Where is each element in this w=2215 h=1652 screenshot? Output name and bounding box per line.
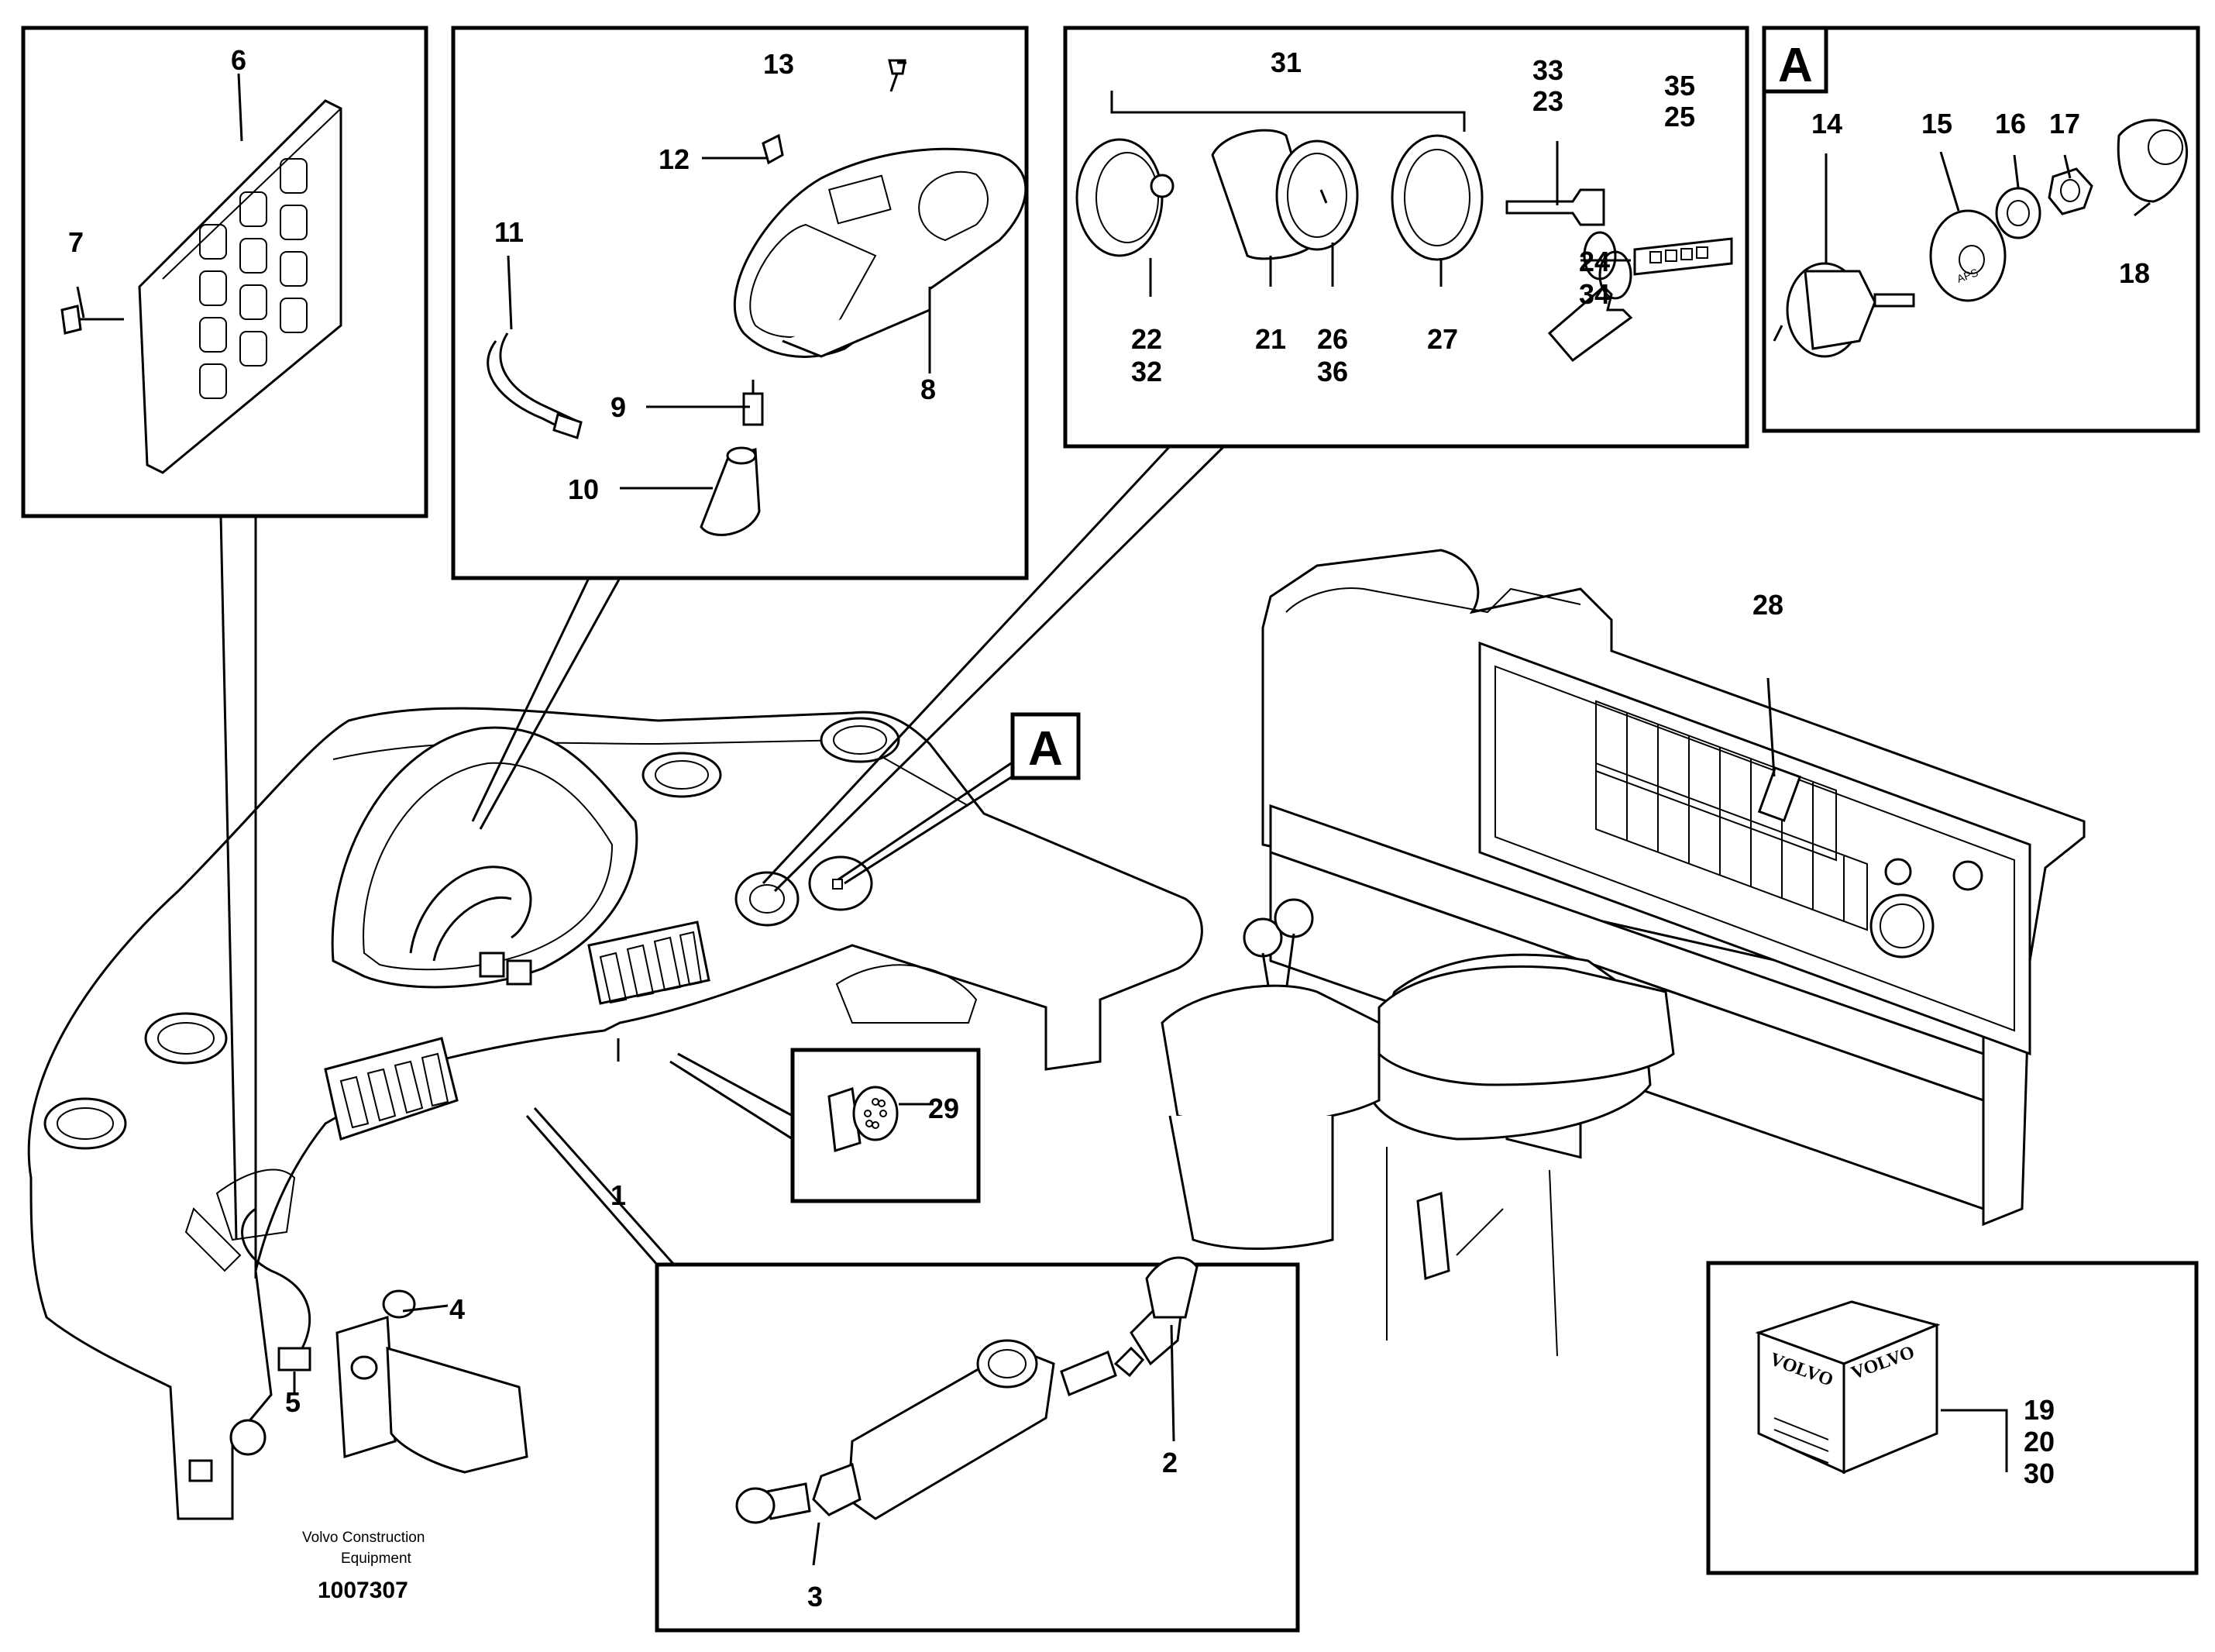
switch-bank-left bbox=[324, 1037, 459, 1141]
lock-cylinder-part bbox=[1211, 129, 1359, 260]
key-tag-part bbox=[1633, 237, 1733, 276]
callout-22: 22 bbox=[1131, 323, 1162, 355]
keypad-part bbox=[138, 99, 342, 474]
callout-33: 33 bbox=[1532, 54, 1563, 86]
callout-6: 6 bbox=[231, 44, 246, 76]
callout-28: 28 bbox=[1752, 589, 1783, 621]
kit-box-part bbox=[1755, 1300, 1941, 1475]
callout-labels: 6 7 13 12 11 8 9 10 31 33 23 35 25 24 34… bbox=[68, 39, 2150, 1612]
callout-23: 23 bbox=[1532, 85, 1563, 117]
credit-line-2: Equipment bbox=[341, 1550, 412, 1567]
callout-20: 20 bbox=[2024, 1426, 2055, 1458]
callout-15: 15 bbox=[1921, 108, 1952, 139]
callout-17: 17 bbox=[2049, 108, 2080, 139]
callout-10: 10 bbox=[568, 473, 599, 505]
detail-a-marker bbox=[1010, 712, 1081, 780]
detail-a-marker-label: A bbox=[1028, 722, 1063, 776]
knob-part bbox=[2117, 119, 2189, 203]
bulb-holder-part bbox=[742, 380, 764, 426]
figure-number: 1007307 bbox=[318, 1578, 408, 1603]
callout-24: 24 bbox=[1579, 246, 1610, 277]
callout-4: 4 bbox=[449, 1293, 465, 1325]
callout-31: 31 bbox=[1271, 46, 1302, 78]
callout-3: 3 bbox=[807, 1581, 823, 1612]
nut-part bbox=[2048, 167, 2093, 215]
callout-19: 19 bbox=[2024, 1394, 2055, 1426]
bulb-socket-part bbox=[700, 446, 761, 536]
callout-8: 8 bbox=[920, 373, 936, 405]
switch-grid bbox=[1595, 700, 1868, 931]
detail-a-label: A bbox=[1778, 39, 1813, 92]
callout-21: 21 bbox=[1255, 323, 1286, 355]
callout-36: 36 bbox=[1317, 356, 1348, 387]
callout-18: 18 bbox=[2119, 257, 2150, 289]
callout-2: 2 bbox=[1162, 1447, 1178, 1478]
switch-bank-center bbox=[587, 921, 710, 1005]
ignition-switch-part bbox=[1075, 138, 1175, 257]
callout-13: 13 bbox=[763, 48, 794, 80]
cable-tie-part bbox=[487, 332, 583, 439]
stalk-switch-part bbox=[735, 1256, 1199, 1524]
callout-30: 30 bbox=[2024, 1458, 2055, 1489]
credit-line-1: Volvo Construction bbox=[302, 1530, 425, 1546]
screw-part bbox=[60, 305, 124, 335]
callout-16: 16 bbox=[1995, 108, 2026, 139]
operator-console bbox=[1161, 549, 2086, 1357]
callout-34: 34 bbox=[1579, 278, 1610, 310]
clip-part bbox=[762, 133, 784, 165]
callout-32: 32 bbox=[1131, 356, 1162, 387]
callout-27: 27 bbox=[1427, 323, 1458, 355]
callout-29: 29 bbox=[928, 1093, 959, 1124]
callout-14: 14 bbox=[1811, 108, 1842, 139]
mounting-bracket-part bbox=[335, 1289, 528, 1474]
callout-5: 5 bbox=[285, 1386, 301, 1418]
keys-part bbox=[1505, 188, 1633, 363]
dashboard-panel bbox=[27, 707, 1203, 1520]
washer-part bbox=[1995, 187, 2041, 239]
callout-25: 25 bbox=[1664, 101, 1695, 133]
leader-lines bbox=[76, 61, 2151, 1566]
callout-12: 12 bbox=[659, 143, 690, 175]
callout-26: 26 bbox=[1317, 323, 1348, 355]
callout-1: 1 bbox=[611, 1179, 626, 1211]
callout-7: 7 bbox=[68, 226, 84, 258]
switch-label-plate-part bbox=[1929, 209, 2007, 302]
connector-part bbox=[827, 1086, 899, 1152]
detail-box-a-tag bbox=[1762, 26, 1828, 94]
instrument-cluster-part bbox=[733, 147, 1027, 358]
lock-bezel-part bbox=[1391, 134, 1484, 261]
callout-9: 9 bbox=[611, 391, 626, 423]
callout-35: 35 bbox=[1664, 70, 1695, 102]
rotary-switch-part bbox=[1773, 262, 1915, 358]
callout-11: 11 bbox=[494, 216, 524, 248]
